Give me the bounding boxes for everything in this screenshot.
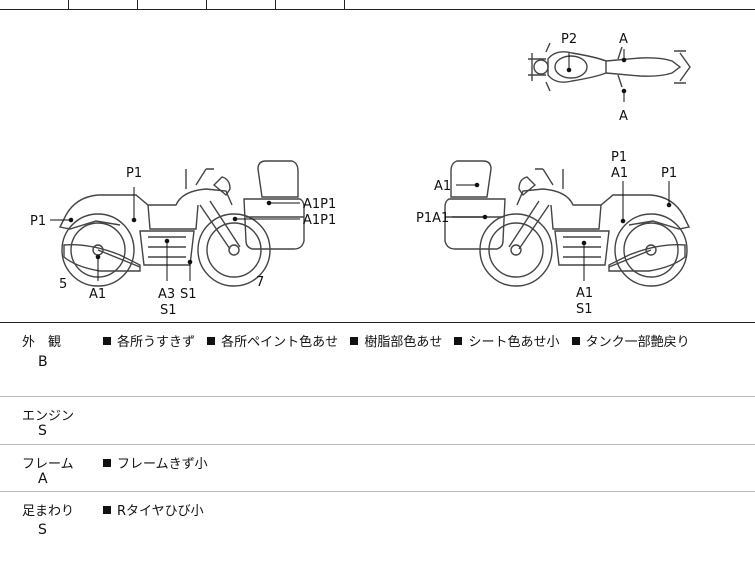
motorcycle-diagram-svg: P2 A A P1 P1 A1P1 A1P1 5 7 A1 A3 S1 S1 P… bbox=[30, 32, 691, 318]
row-grade: S bbox=[38, 423, 47, 439]
label-left-7: 7 bbox=[256, 275, 264, 290]
label-right-s1-engine: S1 bbox=[576, 302, 593, 317]
label-top-a-lower: A bbox=[619, 109, 628, 124]
note-item: 樹脂部色あせ bbox=[350, 335, 442, 350]
row-grade: A bbox=[38, 471, 48, 487]
bullet-square-icon bbox=[571, 337, 580, 345]
row-category: 足まわり bbox=[22, 504, 75, 519]
label-right-a1-box: A1 bbox=[434, 179, 451, 194]
label-left-a1p1-box: A1P1 bbox=[303, 197, 336, 212]
motorcycle-right-view bbox=[444, 160, 691, 287]
label-left-s1-right: S1 bbox=[180, 287, 197, 302]
bullet-square-icon bbox=[103, 459, 111, 467]
row-category: フレーム bbox=[22, 457, 74, 472]
label-right-p1-tail: P1 bbox=[661, 166, 677, 181]
motorcycle-left-view bbox=[58, 160, 305, 287]
label-right-p1a1-bag: P1A1 bbox=[416, 211, 449, 226]
row-notes: Rタイヤひび小 bbox=[103, 500, 212, 519]
note-item: Rタイヤひび小 bbox=[103, 504, 204, 519]
label-left-a3: A3 bbox=[158, 287, 175, 302]
motorcycle-top-view bbox=[528, 42, 691, 92]
label-right-a1-engine: A1 bbox=[576, 286, 593, 301]
label-left-s1-lower: S1 bbox=[160, 303, 177, 318]
label-top-a-upper: A bbox=[619, 32, 628, 47]
row-notes: 各所うすきず 各所ペイント色あせ 樹脂部色あせ シート色あせ小 タンク一部艶戻り bbox=[103, 331, 698, 350]
label-left-p1-tank: P1 bbox=[126, 166, 142, 181]
note-item: 各所ペイント色あせ bbox=[207, 335, 338, 350]
label-left-a1p1-bag: A1P1 bbox=[303, 213, 336, 228]
row-category: 外 観 bbox=[22, 335, 62, 350]
note-item: 各所うすきず bbox=[103, 335, 195, 350]
condition-row-frame: フレーム A フレームきず小 bbox=[0, 445, 755, 492]
condition-row-engine: エンジン S bbox=[0, 397, 755, 445]
row-notes: フレームきず小 bbox=[103, 453, 216, 472]
damage-diagram: P2 A A P1 P1 A1P1 A1P1 5 7 A1 A3 S1 S1 P… bbox=[0, 9, 755, 323]
label-top-p2: P2 bbox=[561, 32, 577, 47]
column-divider bbox=[206, 0, 207, 9]
bullet-square-icon bbox=[103, 506, 111, 514]
label-left-a1: A1 bbox=[89, 287, 106, 302]
row-category: エンジン bbox=[22, 409, 75, 424]
column-divider bbox=[275, 0, 276, 9]
condition-row-suspension: 足まわり S Rタイヤひび小 bbox=[0, 492, 755, 561]
row-grade: B bbox=[38, 354, 48, 370]
condition-row-exterior: 外 観 B 各所うすきず 各所ペイント色あせ 樹脂部色あせ シート色あせ小 タン… bbox=[0, 323, 755, 397]
column-divider bbox=[68, 0, 69, 9]
note-item: タンク一部艶戻り bbox=[571, 335, 690, 350]
row-grade: S bbox=[38, 522, 47, 538]
bullet-square-icon bbox=[207, 337, 216, 345]
bullet-square-icon bbox=[350, 337, 359, 345]
label-right-p1-top: P1 bbox=[611, 150, 627, 165]
label-left-5: 5 bbox=[59, 277, 67, 292]
column-divider bbox=[137, 0, 138, 9]
label-right-a1-top: A1 bbox=[611, 166, 628, 181]
column-divider bbox=[344, 0, 345, 9]
header-row-fragment bbox=[0, 0, 755, 10]
bullet-square-icon bbox=[454, 337, 463, 345]
bullet-square-icon bbox=[103, 337, 111, 345]
note-item: シート色あせ小 bbox=[454, 335, 559, 350]
note-item: フレームきず小 bbox=[103, 457, 208, 472]
label-left-p1-rear: P1 bbox=[30, 214, 46, 229]
